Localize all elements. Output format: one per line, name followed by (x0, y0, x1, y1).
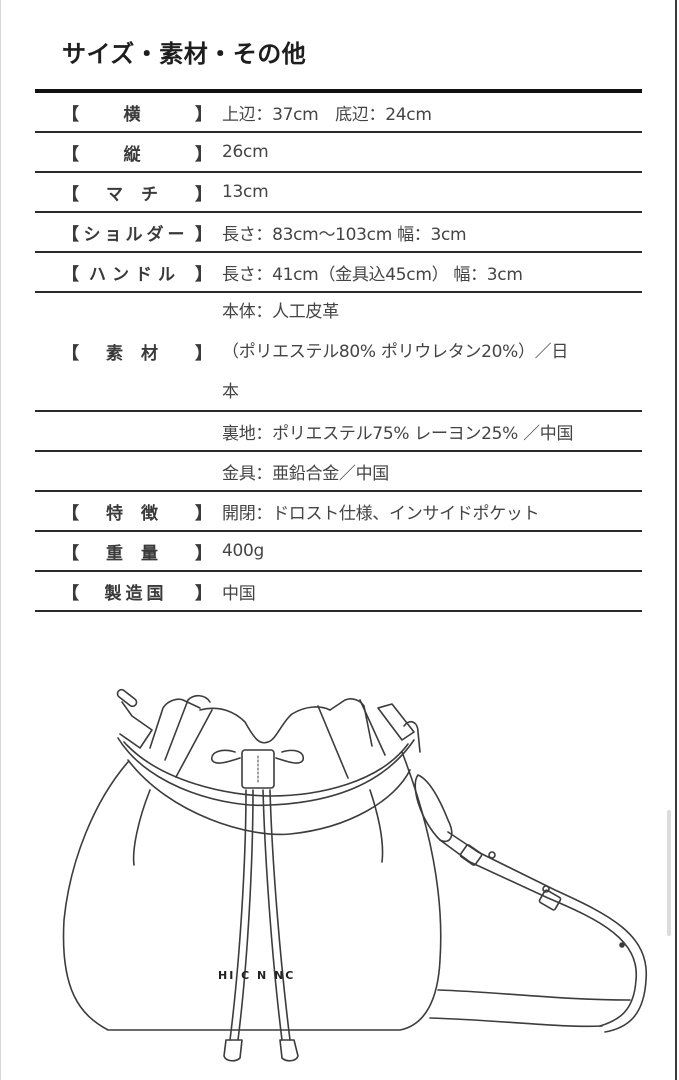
spec-row-handle: 【 ハンドル 】 長さ：41cm（金具込45cm） 幅：3cm (35, 253, 642, 293)
bag-body-outline (62, 751, 442, 1031)
spec-label-text: 特 徴 (106, 503, 164, 524)
scrollbar[interactable] (667, 810, 671, 936)
spec-row-gusset: 【 マ チ 】 13cm (35, 173, 642, 213)
bag-top-right-panel (329, 698, 373, 747)
cord-tip-left (223, 1039, 243, 1062)
bracket-open: 【 (62, 144, 79, 165)
bag-top-left-panel (149, 698, 201, 749)
bracket-open: 【 (62, 104, 79, 125)
drawstring-toggle (211, 749, 241, 764)
cord-tip-right (279, 1039, 299, 1062)
spec-label: 【 横 】 (35, 93, 213, 131)
spec-label-text: 製造国 (104, 583, 168, 604)
bracket-open: 【 (62, 224, 79, 245)
spec-label-text: 横 (123, 104, 147, 125)
spec-row-origin: 【 製造国 】 中国 (35, 572, 642, 612)
right-edge (675, 0, 677, 1080)
spec-value: 上辺：37cm 底辺：24cm (222, 104, 432, 125)
bracket-open: 【 (62, 264, 79, 285)
spec-label: 【 重 量 】 (35, 532, 213, 570)
spec-label: 【 ハンドル 】 (35, 253, 213, 291)
spec-value: 裏地：ポリエステル75% レーヨン25% ／中国 (222, 423, 574, 444)
bracket-open: 【 (62, 503, 79, 524)
bracket-close: 】 (195, 224, 212, 245)
spec-value: 長さ：41cm（金具込45cm） 幅：3cm (222, 264, 523, 285)
left-edge (0, 0, 1, 1080)
spec-label-text: 縦 (123, 144, 147, 165)
bracket-close: 】 (195, 583, 212, 604)
bracket-close: 】 (195, 344, 212, 364)
spec-label-text: 素 材 (106, 344, 164, 364)
shoulder-strap-lower (437, 989, 631, 1001)
bracket-open: 【 (62, 583, 79, 604)
spec-value-multiline: 本体：人工皮革 （ポリエステル80% ポリウレタン20%）／日 本 (213, 292, 568, 412)
spec-row-shoulder: 【 ショルダー 】 長さ：83cm〜103cm 幅：3cm (35, 213, 642, 253)
spec-label: 【 ショルダー 】 (35, 213, 213, 251)
spec-label: 【 縦 】 (35, 133, 213, 171)
spec-label: 【 素 材 】 (35, 293, 213, 410)
material-line: 本体：人工皮革 (222, 301, 339, 322)
spec-value: 長さ：83cm〜103cm 幅：3cm (222, 224, 467, 245)
spec-table: 【 横 】 上辺：37cm 底辺：24cm 【 縦 】 26cm 【 マ チ 】… (35, 93, 642, 612)
spec-label-empty (35, 412, 213, 450)
spec-label-text: ショルダー (83, 224, 189, 245)
spec-value: 13cm (222, 182, 269, 202)
spec-value: 金具：亜鉛合金／中国 (222, 463, 389, 484)
left-strap-tab (119, 701, 153, 749)
drawstring-cord-right (262, 789, 283, 1041)
spec-row-material: 【 素 材 】 本体：人工皮革 （ポリエステル80% ポリウレタン20%）／日 … (35, 293, 642, 412)
spec-row-features: 【 特 徴 】 開閉：ドロスト仕様、インサイドポケット (35, 492, 642, 532)
material-line: （ポリエステル80% ポリウレタン20%）／日 (222, 341, 569, 362)
spec-label-text: マ チ (106, 184, 164, 205)
bag-illustration (62, 688, 647, 1062)
spec-label-text: ハンドル (89, 264, 181, 285)
spec-value: 開閉：ドロスト仕様、インサイドポケット (222, 503, 540, 524)
spec-label: 【 製造国 】 (35, 572, 213, 610)
spec-value: 400g (222, 541, 265, 561)
spec-label-empty (35, 452, 213, 490)
bracket-close: 】 (195, 144, 212, 165)
drawstring-cord-left (229, 789, 247, 1041)
left-ring (116, 688, 138, 708)
spec-row-lining: 裏地：ポリエステル75% レーヨン25% ／中国 (35, 412, 642, 452)
strap-keeper-1 (459, 844, 483, 866)
shoulder-strap-upper (439, 839, 637, 1027)
bracket-close: 】 (195, 184, 212, 205)
bracket-open: 【 (62, 184, 79, 205)
spec-row-weight: 【 重 量 】 400g (35, 532, 642, 572)
spec-row-hardware: 金具：亜鉛合金／中国 (35, 452, 642, 492)
cord-lock (241, 749, 275, 789)
strap-keeper-2 (538, 889, 562, 911)
bracket-close: 】 (195, 264, 212, 285)
material-line: 本 (222, 381, 239, 402)
spec-label: 【 マ チ 】 (35, 173, 213, 211)
bracket-close: 】 (195, 104, 212, 125)
brand-logo: HI C N NC (218, 969, 296, 982)
strap-loop (414, 774, 453, 843)
title-divider (35, 89, 642, 93)
bracket-open: 【 (62, 543, 79, 564)
section-title: サイズ・素材・その他 (62, 40, 307, 68)
bracket-close: 】 (195, 543, 212, 564)
spec-row-height: 【 縦 】 26cm (35, 133, 642, 173)
spec-value: 26cm (222, 142, 269, 162)
right-clasp (377, 703, 415, 741)
spec-label: 【 特 徴 】 (35, 492, 213, 530)
bracket-close: 】 (195, 503, 212, 524)
spec-value: 中国 (222, 583, 256, 604)
spec-label-text: 重 量 (106, 543, 164, 564)
bracket-open: 【 (62, 344, 79, 364)
spec-row-width: 【 横 】 上辺：37cm 底辺：24cm (35, 93, 642, 133)
